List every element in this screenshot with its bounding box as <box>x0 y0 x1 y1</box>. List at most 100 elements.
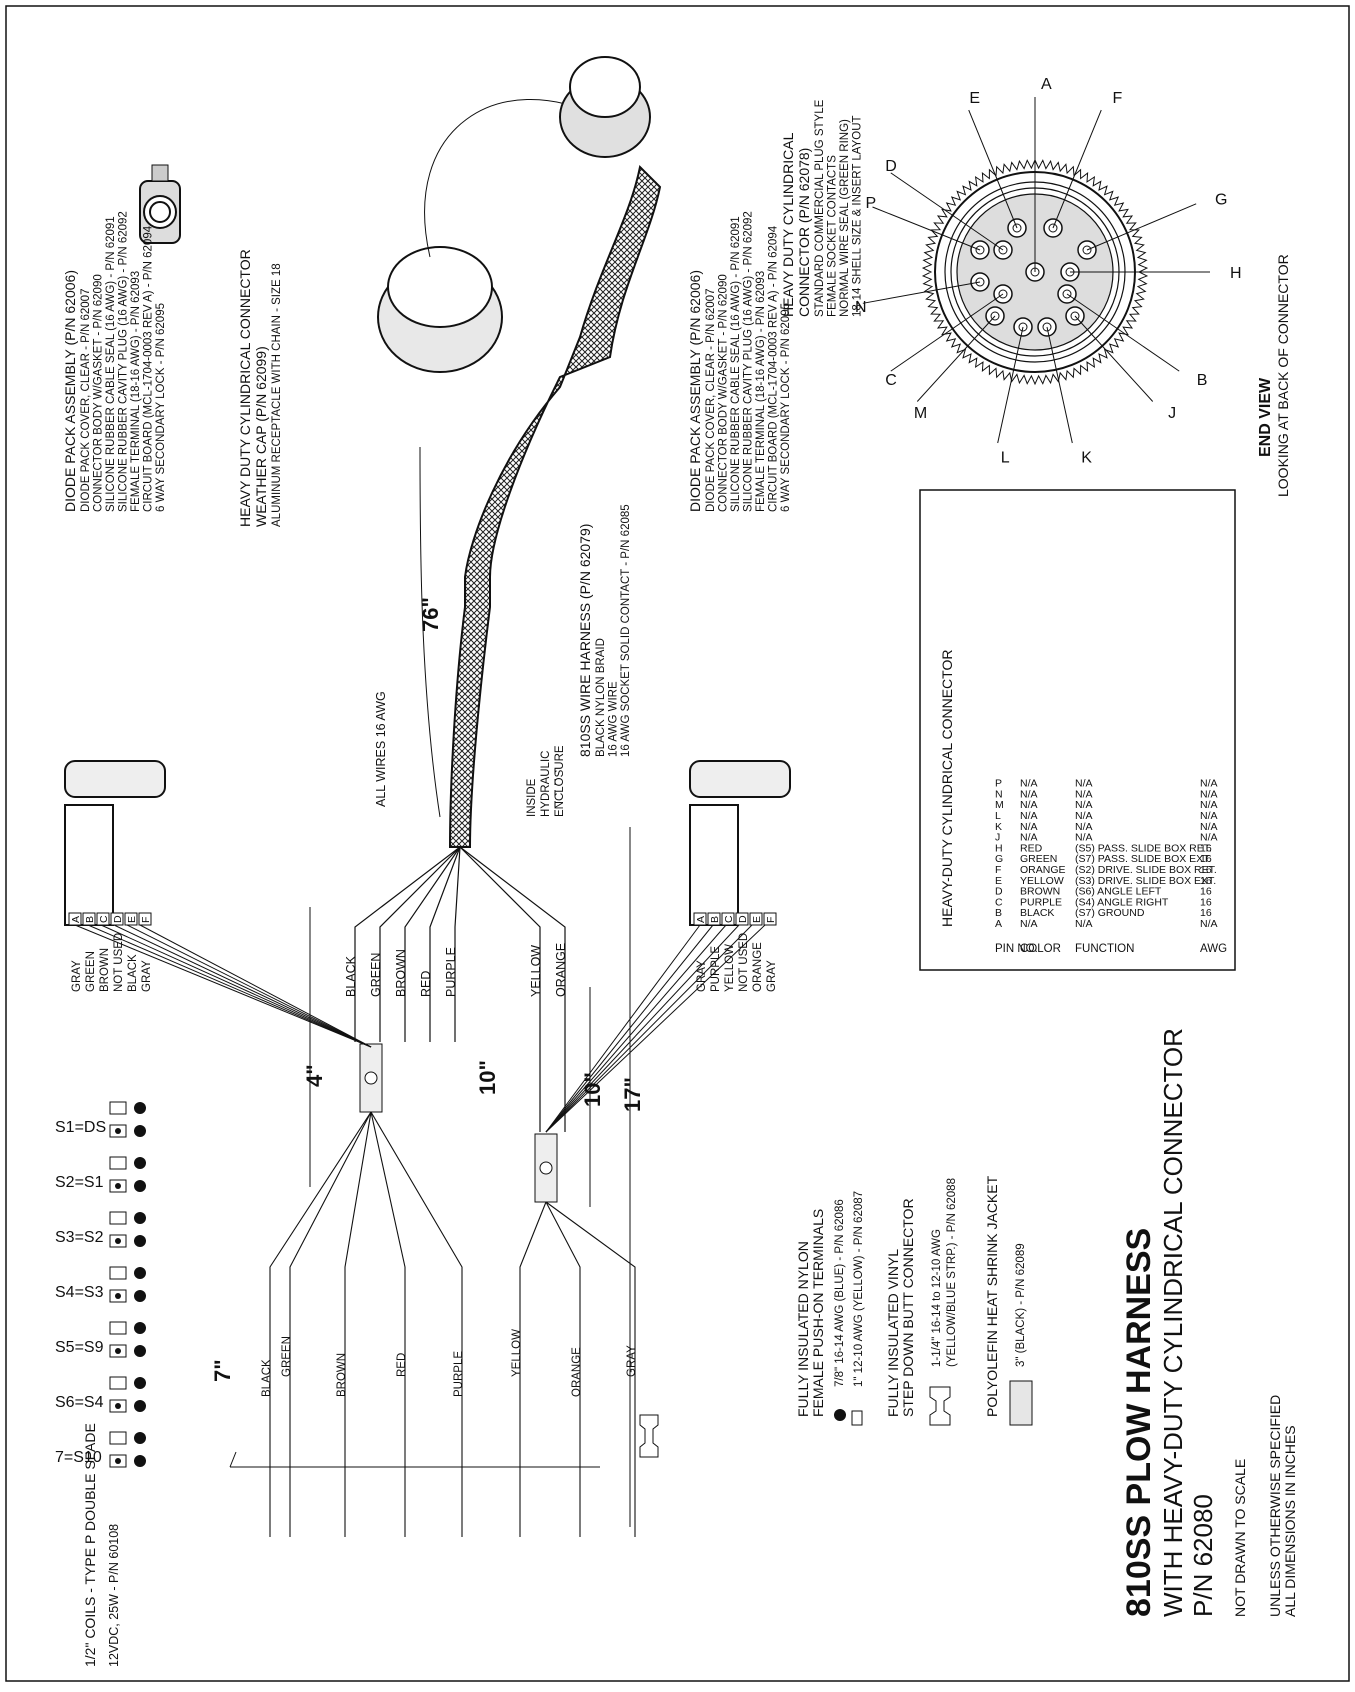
inside-label-1: INSIDE <box>526 778 538 817</box>
nylon-terminal-blue-icon <box>834 1409 846 1421</box>
pin-table-cell: (S7) PASS. SLIDE BOX EXT. <box>1075 853 1211 865</box>
title-main: 810SS PLOW HARNESS <box>1120 1228 1158 1617</box>
pin-table-cell: E <box>995 875 1002 887</box>
plug-wire-label: GRAY <box>766 960 778 992</box>
plug-pin-letter: F <box>140 917 152 923</box>
coil-wire-label: PURPLE <box>453 1351 465 1397</box>
splice-icon <box>364 1071 378 1085</box>
terminal-dot <box>115 1128 121 1134</box>
end-view-pin-label: E <box>969 90 980 107</box>
end-view-title: END VIEW <box>1257 377 1274 457</box>
pin-table-cell: C <box>995 896 1003 908</box>
spade-terminal <box>109 1376 127 1390</box>
braided-harness: INSIDE HYDRAULIC ENCLOSURE <box>448 164 662 848</box>
legend-nylon-item-2: 1" 12-10 AWG (YELLOW) - P/N 62087 <box>853 1191 865 1387</box>
pin-table-cell: P <box>995 778 1002 790</box>
plug-pin <box>96 912 110 926</box>
legend-vinyl-item-1: 1-1/4" 16-14 to 12-10 AWG <box>931 1229 943 1367</box>
nylon-terminal <box>134 1432 146 1444</box>
pin-table-cell: (S3) DRIVE. SLIDE BOX EXT. <box>1075 875 1216 887</box>
pin-table-cell: N/A <box>1020 832 1038 844</box>
pin-table-cell: BLACK <box>1020 907 1054 919</box>
butt-connector-icon <box>929 1386 951 1426</box>
nylon-terminal <box>134 1180 146 1192</box>
dimension-7: 7" <box>210 1359 600 1468</box>
plug-pin-letter: B <box>709 916 721 923</box>
nylon-terminal <box>134 1377 146 1389</box>
plug-pin <box>138 912 152 926</box>
spade-terminal <box>109 1211 127 1225</box>
diode-pack-item: DIODE PACK COVER, CLEAR - P/N 62007 <box>80 289 92 512</box>
dim-10a-label: 10" <box>475 1060 500 1095</box>
solenoid-label: S1=DS <box>55 1119 106 1136</box>
plug-wire-label: GRAY <box>696 960 708 992</box>
cylindrical-plug <box>559 56 651 158</box>
dim-4-label: 4" <box>302 1064 327 1087</box>
plug-pin <box>68 912 82 926</box>
spade-terminal <box>109 1431 127 1445</box>
pin-table-cell: M <box>995 799 1004 811</box>
plug-wire-label: NOT USED <box>738 933 750 992</box>
pin-table-cell: N/A <box>1075 799 1093 811</box>
diode-pack-item: CIRCUIT BOARD (MCL-1704-0003 REV A) - P/… <box>143 225 155 512</box>
plug-wire-label: PURPLE <box>710 946 722 992</box>
pin-table-cell: N/A <box>1200 821 1218 833</box>
pin-table-cell: (S6) ANGLE LEFT <box>1075 886 1162 898</box>
coil-wire-label: RED <box>396 1353 408 1377</box>
cyl-title-2: CONNECTOR (P/N 62078) <box>796 148 812 317</box>
pin-table-header: FUNCTION <box>1075 943 1134 955</box>
diode-pack-callout-upper: DIODE PACK ASSEMBLY (P/N 62006)DIODE PAC… <box>62 211 167 512</box>
diode-pack-item: FEMALE TERMINAL (18-16 AWG) - P/N 62093 <box>130 271 142 512</box>
plug-pin-letter: C <box>723 915 735 923</box>
end-view-subtitle: LOOKING AT BACK OF CONNECTOR <box>1275 254 1291 497</box>
pin-table-cell: K <box>995 821 1002 833</box>
plug-pin-letter: E <box>126 916 138 923</box>
cyl-item: STANDARD COMMERCIAL PLUG STYLE <box>814 99 826 317</box>
weather-cap-detail: ALUMINUM RECEPTACLE WITH CHAIN - SIZE 18 <box>271 263 283 527</box>
spade-terminal <box>109 1156 127 1170</box>
pin-table-cell: 16 <box>1200 907 1212 919</box>
plug-pin <box>763 912 777 926</box>
pin-table-cell: N/A <box>1020 788 1038 800</box>
legend-vinyl-title-2: STEP DOWN BUTT CONNECTOR <box>900 1198 916 1417</box>
plug-wire-label: ORANGE <box>752 942 764 992</box>
nylon-terminal <box>134 1235 146 1247</box>
pin-table-cell: PURPLE <box>1020 896 1062 908</box>
pin-table-cell: N/A <box>1200 788 1218 800</box>
terminal-legend: FULLY INSULATED NYLON FEMALE PUSH-ON TER… <box>795 1175 1033 1426</box>
pin-table-title: HEAVY-DUTY CYLINDRICAL CONNECTOR <box>939 650 955 927</box>
plug-wire-label: BLACK <box>127 954 139 992</box>
coil-spec: 12VDC, 25W - P/N 60108 <box>107 1524 121 1667</box>
pin-table-cell: (S2) DRIVE. SLIDE BOX RET. <box>1075 864 1217 876</box>
coil-callout: 1/2" COILS - TYPE P DOUBLE SPADE 12VDC, … <box>82 164 181 1667</box>
page-border <box>5 5 1350 1682</box>
nylon-terminal <box>134 1102 146 1114</box>
pin-table-cell: N/A <box>1075 918 1093 930</box>
coil-wire-label: ORANGE <box>571 1347 583 1397</box>
harness-item: 16 AWG SOCKET SOLID CONTACT - P/N 62085 <box>620 504 632 757</box>
coil-wire-label: GREEN <box>281 1336 293 1377</box>
coil-icon <box>139 164 181 244</box>
plug-pin-letter: A <box>70 916 82 923</box>
upper-trunk-label-brown: BROWN <box>394 949 408 997</box>
spade-terminal <box>109 1321 127 1335</box>
cyl-item: FEMALE SOCKET CONTACTS <box>827 155 839 317</box>
harness-item: 16 AWG WIRE <box>608 681 620 757</box>
plug-wire-label: BROWN <box>99 948 111 992</box>
harness-title: 810SS WIRE HARNESS (P/N 62079) <box>577 524 593 757</box>
pin-table-cell: N/A <box>1020 778 1038 790</box>
pin-table-cell: L <box>995 810 1001 822</box>
end-view-pin-label: D <box>885 158 897 175</box>
dim-10b-label: 10" <box>580 1072 605 1107</box>
pin-table-header: AWG <box>1200 943 1227 955</box>
plug-wire-label: GREEN <box>85 951 97 992</box>
dim-7-label: 7" <box>210 1359 235 1382</box>
terminal-dot <box>115 1238 121 1244</box>
cyl-item: 18-14 SHELL SIZE & INSERT LAYOUT <box>852 115 864 317</box>
end-view-pin-label: K <box>1081 450 1092 467</box>
